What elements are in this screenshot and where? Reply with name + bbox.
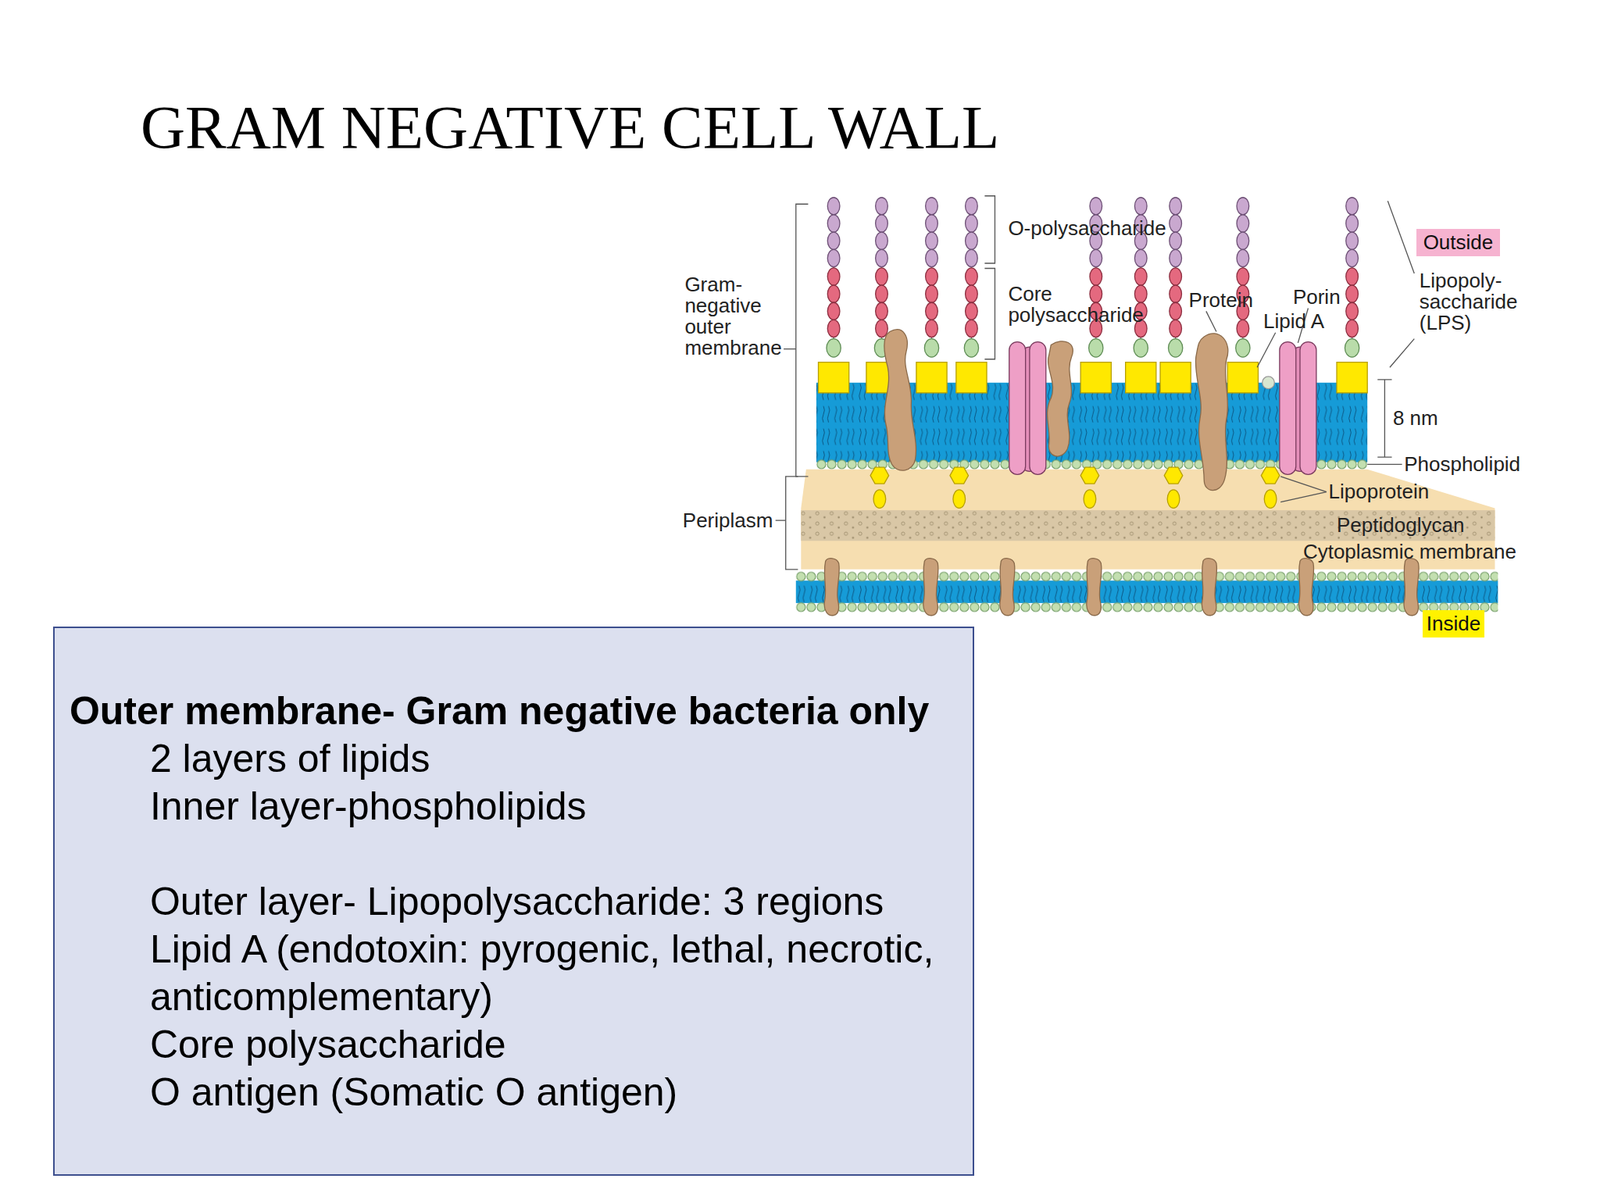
outer-membrane-bracket — [796, 203, 809, 477]
panel-line: Lipid A (endotoxin: pyrogenic, lethal, n… — [150, 925, 973, 1022]
lps-molecule — [956, 197, 987, 393]
part-label: Peptidoglycan — [1336, 514, 1465, 536]
panel-line: 2 layers of lipids — [150, 735, 973, 783]
lps-molecule — [1336, 197, 1368, 393]
part-label: Lipoprotein — [1328, 481, 1430, 503]
porin — [1009, 342, 1047, 475]
membrane-protein — [824, 558, 840, 616]
part-label: Porin — [1292, 286, 1341, 308]
leader-line — [775, 519, 786, 521]
part-label: Gram- negative outer membrane — [684, 274, 786, 359]
outer-membrane-protein — [1195, 333, 1228, 491]
leader-line — [1367, 464, 1402, 465]
part-label: Lipid A — [1263, 310, 1325, 333]
lipid-a-dot — [1262, 376, 1275, 390]
leader-line — [1206, 310, 1217, 332]
membrane-protein — [1086, 558, 1102, 616]
lipoprotein — [950, 467, 969, 508]
membrane-protein — [1201, 558, 1217, 616]
part-label: Core polysaccharide — [1007, 283, 1153, 326]
panel-line: Outer layer- Lipopolysaccharide: 3 regio… — [150, 878, 973, 926]
lipoprotein — [1164, 467, 1183, 508]
core-bracket — [984, 268, 995, 360]
node-text: Inside — [1426, 613, 1481, 635]
membrane-protein — [1403, 558, 1419, 616]
leader-line — [1280, 476, 1327, 503]
membrane-protein — [1298, 558, 1314, 616]
cytoplasmic-heads — [796, 602, 1499, 613]
dimension-label: 8 nm — [1392, 407, 1439, 429]
panel-line: Inner layer-phospholipids — [150, 782, 973, 831]
porin — [1279, 342, 1317, 475]
panel-line: O antigen (Somatic O antigen) — [150, 1068, 973, 1117]
cytoplasmic-tails — [796, 580, 1499, 604]
part-label: O-polysaccharide — [1007, 217, 1166, 240]
thickness-bracket — [1377, 379, 1392, 458]
membrane-protein — [923, 558, 939, 616]
lipoprotein — [1080, 467, 1100, 508]
inside-tag: Inside — [1422, 610, 1486, 638]
leader-lines — [775, 196, 1415, 570]
cytoplasmic-heads — [796, 571, 1499, 582]
outer-membrane-protein — [884, 329, 917, 471]
part-label: Phospholipid — [1403, 453, 1521, 475]
leader-line — [783, 348, 797, 350]
panel-line: Core polysaccharide — [150, 1021, 973, 1069]
leader-line — [1257, 332, 1276, 368]
membrane-protein — [1000, 558, 1015, 616]
o-polysaccharide-bracket — [984, 196, 995, 264]
lps-molecule — [916, 197, 947, 393]
panel-heading: Outer membrane- Gram negative bacteria o… — [69, 687, 973, 736]
periplasm-bracket — [785, 476, 799, 570]
part-label: Periplasm — [682, 510, 774, 532]
text-panel: Outer membrane- Gram negative bacteria o… — [53, 626, 975, 1176]
lps-molecule — [818, 197, 850, 393]
outer-membrane-protein — [1047, 341, 1074, 457]
lipoprotein — [1260, 467, 1280, 508]
peptidoglycan-layer — [800, 510, 1495, 541]
lipoprotein — [870, 467, 890, 508]
lps-bracket — [1387, 200, 1415, 368]
node-text: Outside — [1423, 232, 1494, 254]
slide-title: GRAM NEGATIVE CELL WALL — [140, 96, 1000, 158]
part-label: Lipopoly- saccharide (LPS) — [1419, 270, 1529, 334]
part-label: Protein — [1189, 289, 1254, 311]
outside-tag: Outside — [1416, 228, 1500, 257]
part-label: Cytoplasmic membrane — [1303, 541, 1517, 563]
